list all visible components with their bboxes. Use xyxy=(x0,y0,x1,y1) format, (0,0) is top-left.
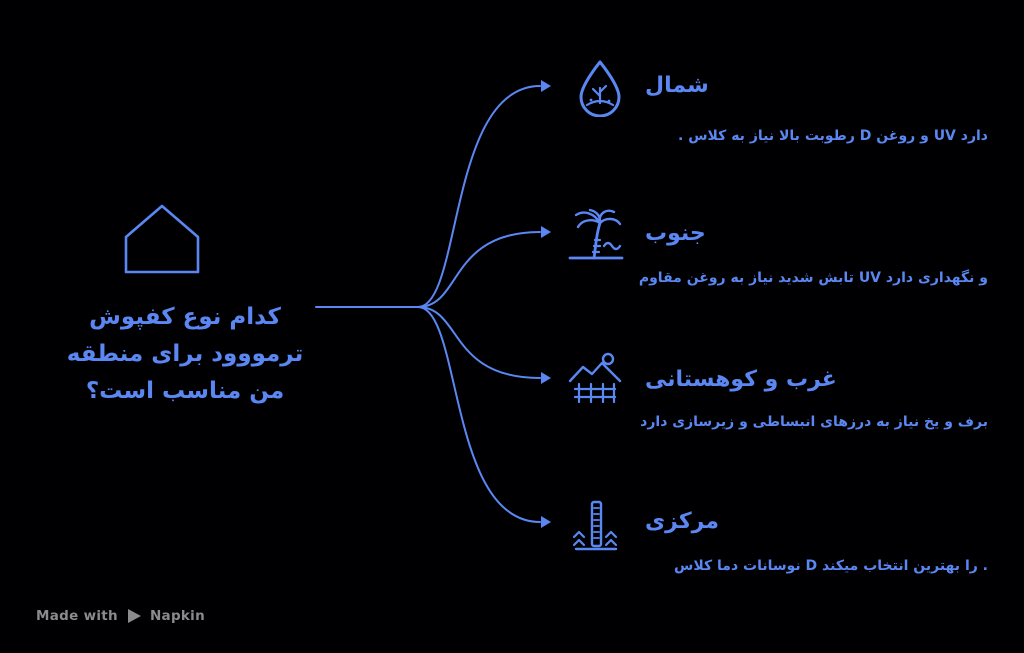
palm-beach-icon xyxy=(566,205,626,263)
droplet-plant-icon xyxy=(575,59,625,117)
branch-subtitle-west: دارد زیرسازی و انبساطی درزهای به نیاز یخ… xyxy=(640,414,988,430)
root-question-line-1: کدام نوع کفپوش xyxy=(89,304,281,330)
root-question-line-2: ترمووود برای منطقه xyxy=(66,341,304,367)
made-with-label: Made with xyxy=(36,608,118,624)
branch-connectors xyxy=(300,55,562,545)
branch-subtitle-central: کلاس دما نوسانات D میکند انتخاب بهترین ر… xyxy=(674,558,988,574)
arrowhead-icon xyxy=(541,80,551,92)
root-question-line-3: من مناسب است؟ xyxy=(85,378,285,404)
branch-subtitle-south: مقاوم روغن به نیاز شدید تابش UV دارد نگه… xyxy=(638,270,988,286)
arrowhead-icon xyxy=(541,226,551,238)
mountain-fence-icon xyxy=(568,351,622,405)
branch-title-central: مرکزی xyxy=(645,509,719,534)
napkin-brand-label: Napkin xyxy=(149,608,206,624)
branch-subtitle-north: . کلاس به نیاز بالا رطوبت D روغن و UV دا… xyxy=(678,128,988,144)
thermometer-heat-icon xyxy=(570,499,622,553)
house-icon xyxy=(123,203,201,275)
branch-title-west: غرب و کوهستانی xyxy=(645,367,837,392)
arrowhead-icon xyxy=(541,372,551,384)
arrowhead-icon xyxy=(541,516,551,528)
root-question: کدام نوع کفپوش ترمووود برای منطقه من منا… xyxy=(35,299,335,410)
made-with-napkin: Made with Napkin xyxy=(36,607,205,625)
branch-title-north: شمال xyxy=(645,73,709,98)
branch-title-south: جنوب xyxy=(645,221,706,246)
napkin-logo-icon xyxy=(125,607,143,625)
